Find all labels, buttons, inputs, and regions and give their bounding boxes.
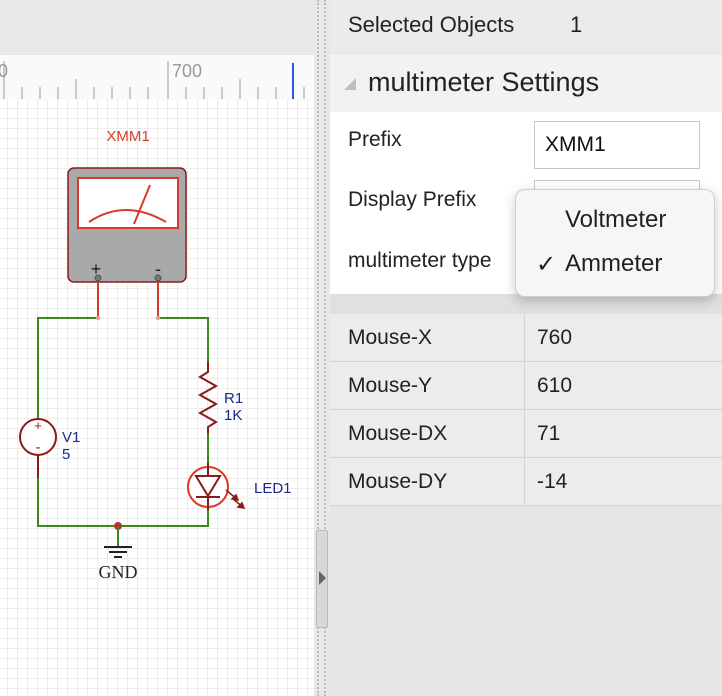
wires: [37, 317, 209, 527]
multimeter-component[interactable]: XMM1 + -: [67, 128, 187, 320]
dropdown-option-voltmeter[interactable]: Voltmeter: [516, 200, 714, 240]
prefix-label: Prefix: [348, 128, 402, 151]
canvas-toolbar: [0, 0, 314, 55]
meter-plus-terminal[interactable]: [94, 274, 102, 282]
meter-needle: [133, 184, 151, 225]
collapse-panel-handle[interactable]: [316, 530, 328, 628]
circuit-diagram: XMM1 + - R1 1K + - V1 5: [19, 128, 292, 582]
led-name-label: LED1: [254, 480, 292, 497]
table-key-cell: Mouse-DX: [330, 409, 525, 458]
source-name-label: V1: [62, 429, 80, 446]
meter-plus-terminal-label: +: [91, 259, 102, 279]
dropdown-option-label: Voltmeter: [565, 206, 667, 233]
schematic-canvas-area: 0 700 XMM1 + -: [0, 0, 314, 696]
dropdown-option-ammeter[interactable]: ✓ Ammeter: [516, 244, 714, 284]
panel-splitter[interactable]: [314, 0, 330, 696]
resistor-name-label: R1: [224, 390, 243, 407]
ground-label: GND: [99, 562, 138, 582]
properties-panel: Selected Objects 1 multimeter Settings P…: [330, 0, 722, 696]
meter-scale-arc: [88, 209, 167, 223]
dropdown-option-label: Ammeter: [565, 250, 663, 277]
ruler-label-left: 0: [0, 61, 8, 81]
ruler-label-700: 700: [172, 61, 202, 81]
selected-objects-count: 1: [570, 12, 583, 37]
source-minus-sign: -: [36, 439, 41, 456]
meter-minus-terminal[interactable]: [154, 274, 162, 282]
meter-name-label: XMM1: [106, 128, 149, 145]
chevron-right-icon: [319, 571, 326, 585]
source-plus-sign: +: [34, 418, 42, 433]
horizontal-ruler: 0 700: [0, 55, 314, 101]
collapse-triangle-icon[interactable]: [344, 78, 356, 90]
multimeter-type-dropdown[interactable]: Voltmeter ✓ Ammeter: [515, 189, 715, 297]
resistor-value-label: 1K: [224, 407, 242, 424]
voltage-source-component[interactable]: + - V1 5: [19, 418, 80, 478]
table-value-cell: 760: [524, 314, 722, 362]
ground-component[interactable]: GND: [99, 522, 138, 582]
table-value-cell: 610: [524, 361, 722, 410]
led-light-arrows-icon: [225, 489, 246, 509]
led-component[interactable]: LED1: [187, 463, 292, 510]
resistor-component[interactable]: R1 1K: [197, 362, 243, 433]
source-value-label: 5: [62, 446, 70, 463]
selected-objects-label: Selected Objects: [348, 12, 515, 37]
multimeter-type-label: multimeter type: [348, 249, 492, 272]
settings-title: multimeter Settings: [368, 67, 600, 97]
table-row: Mouse-DX 71: [330, 409, 722, 458]
table-key-cell: Mouse-DY: [330, 457, 525, 506]
table-row: Mouse-Y 610: [330, 361, 722, 410]
table-key-cell: Mouse-X: [330, 314, 525, 362]
table-key-cell: Mouse-Y: [330, 361, 525, 410]
table-row: Mouse-X 760: [330, 314, 722, 362]
meter-minus-terminal-label: -: [155, 259, 161, 279]
section-spacer: [330, 294, 722, 314]
table-value-cell: -14: [524, 457, 722, 506]
checkmark-icon: ✓: [536, 251, 557, 278]
settings-section-header[interactable]: multimeter Settings: [330, 54, 722, 112]
prefix-input[interactable]: XMM1: [534, 121, 700, 169]
table-value-cell: 71: [524, 409, 722, 458]
table-row: Mouse-DY -14: [330, 457, 722, 506]
mouse-properties-table: Mouse-X 760 Mouse-Y 610 Mouse-DX 71 Mous…: [330, 314, 722, 506]
display-prefix-label: Display Prefix: [348, 188, 477, 211]
selected-objects-row: Selected Objects 1: [330, 0, 722, 52]
